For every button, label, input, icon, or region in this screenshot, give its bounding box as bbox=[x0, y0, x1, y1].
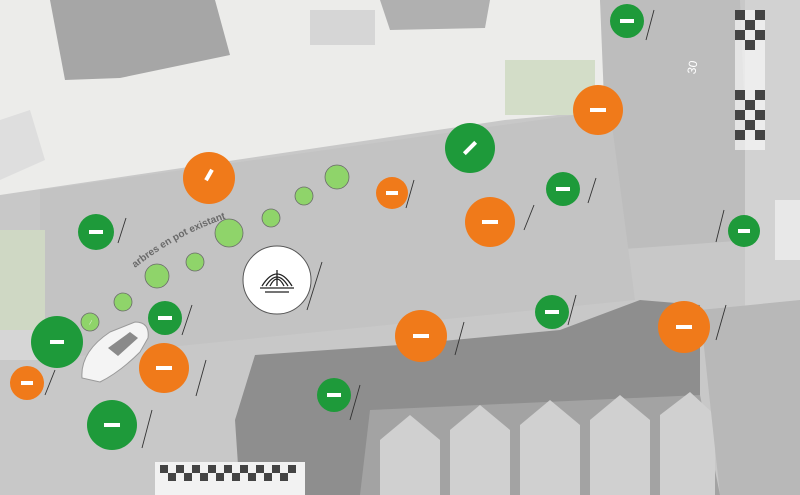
tree-id-tags bbox=[21, 19, 750, 427]
crosswalk-right bbox=[735, 10, 765, 150]
potted-trees: — bbox=[80, 164, 350, 332]
potted-tree bbox=[294, 186, 314, 206]
road-marking: 30 bbox=[684, 59, 700, 75]
building-top-left bbox=[50, 0, 230, 80]
annex-top bbox=[310, 10, 375, 45]
shed-left bbox=[0, 110, 45, 180]
parked-car bbox=[81, 321, 149, 383]
tree-marker-icon bbox=[44, 9, 727, 449]
potted-tree bbox=[144, 263, 170, 289]
potted-tree bbox=[113, 292, 133, 312]
potted-tree bbox=[214, 218, 244, 248]
hedge-left bbox=[0, 230, 45, 330]
road-right bbox=[600, 0, 750, 250]
fountain-icon bbox=[260, 270, 294, 293]
potted-tree bbox=[261, 208, 281, 228]
potted-tree bbox=[324, 164, 350, 190]
potted-tree: — bbox=[80, 312, 100, 332]
building-top-mid bbox=[380, 0, 490, 30]
svg-text:—: — bbox=[87, 319, 95, 326]
fountain-marker bbox=[242, 245, 312, 315]
roof-gables bbox=[380, 392, 715, 495]
building-bottom-right bbox=[700, 300, 800, 495]
parked-car-right bbox=[775, 200, 800, 260]
crosswalk-bottom bbox=[155, 462, 305, 495]
potted-tree bbox=[185, 252, 205, 272]
